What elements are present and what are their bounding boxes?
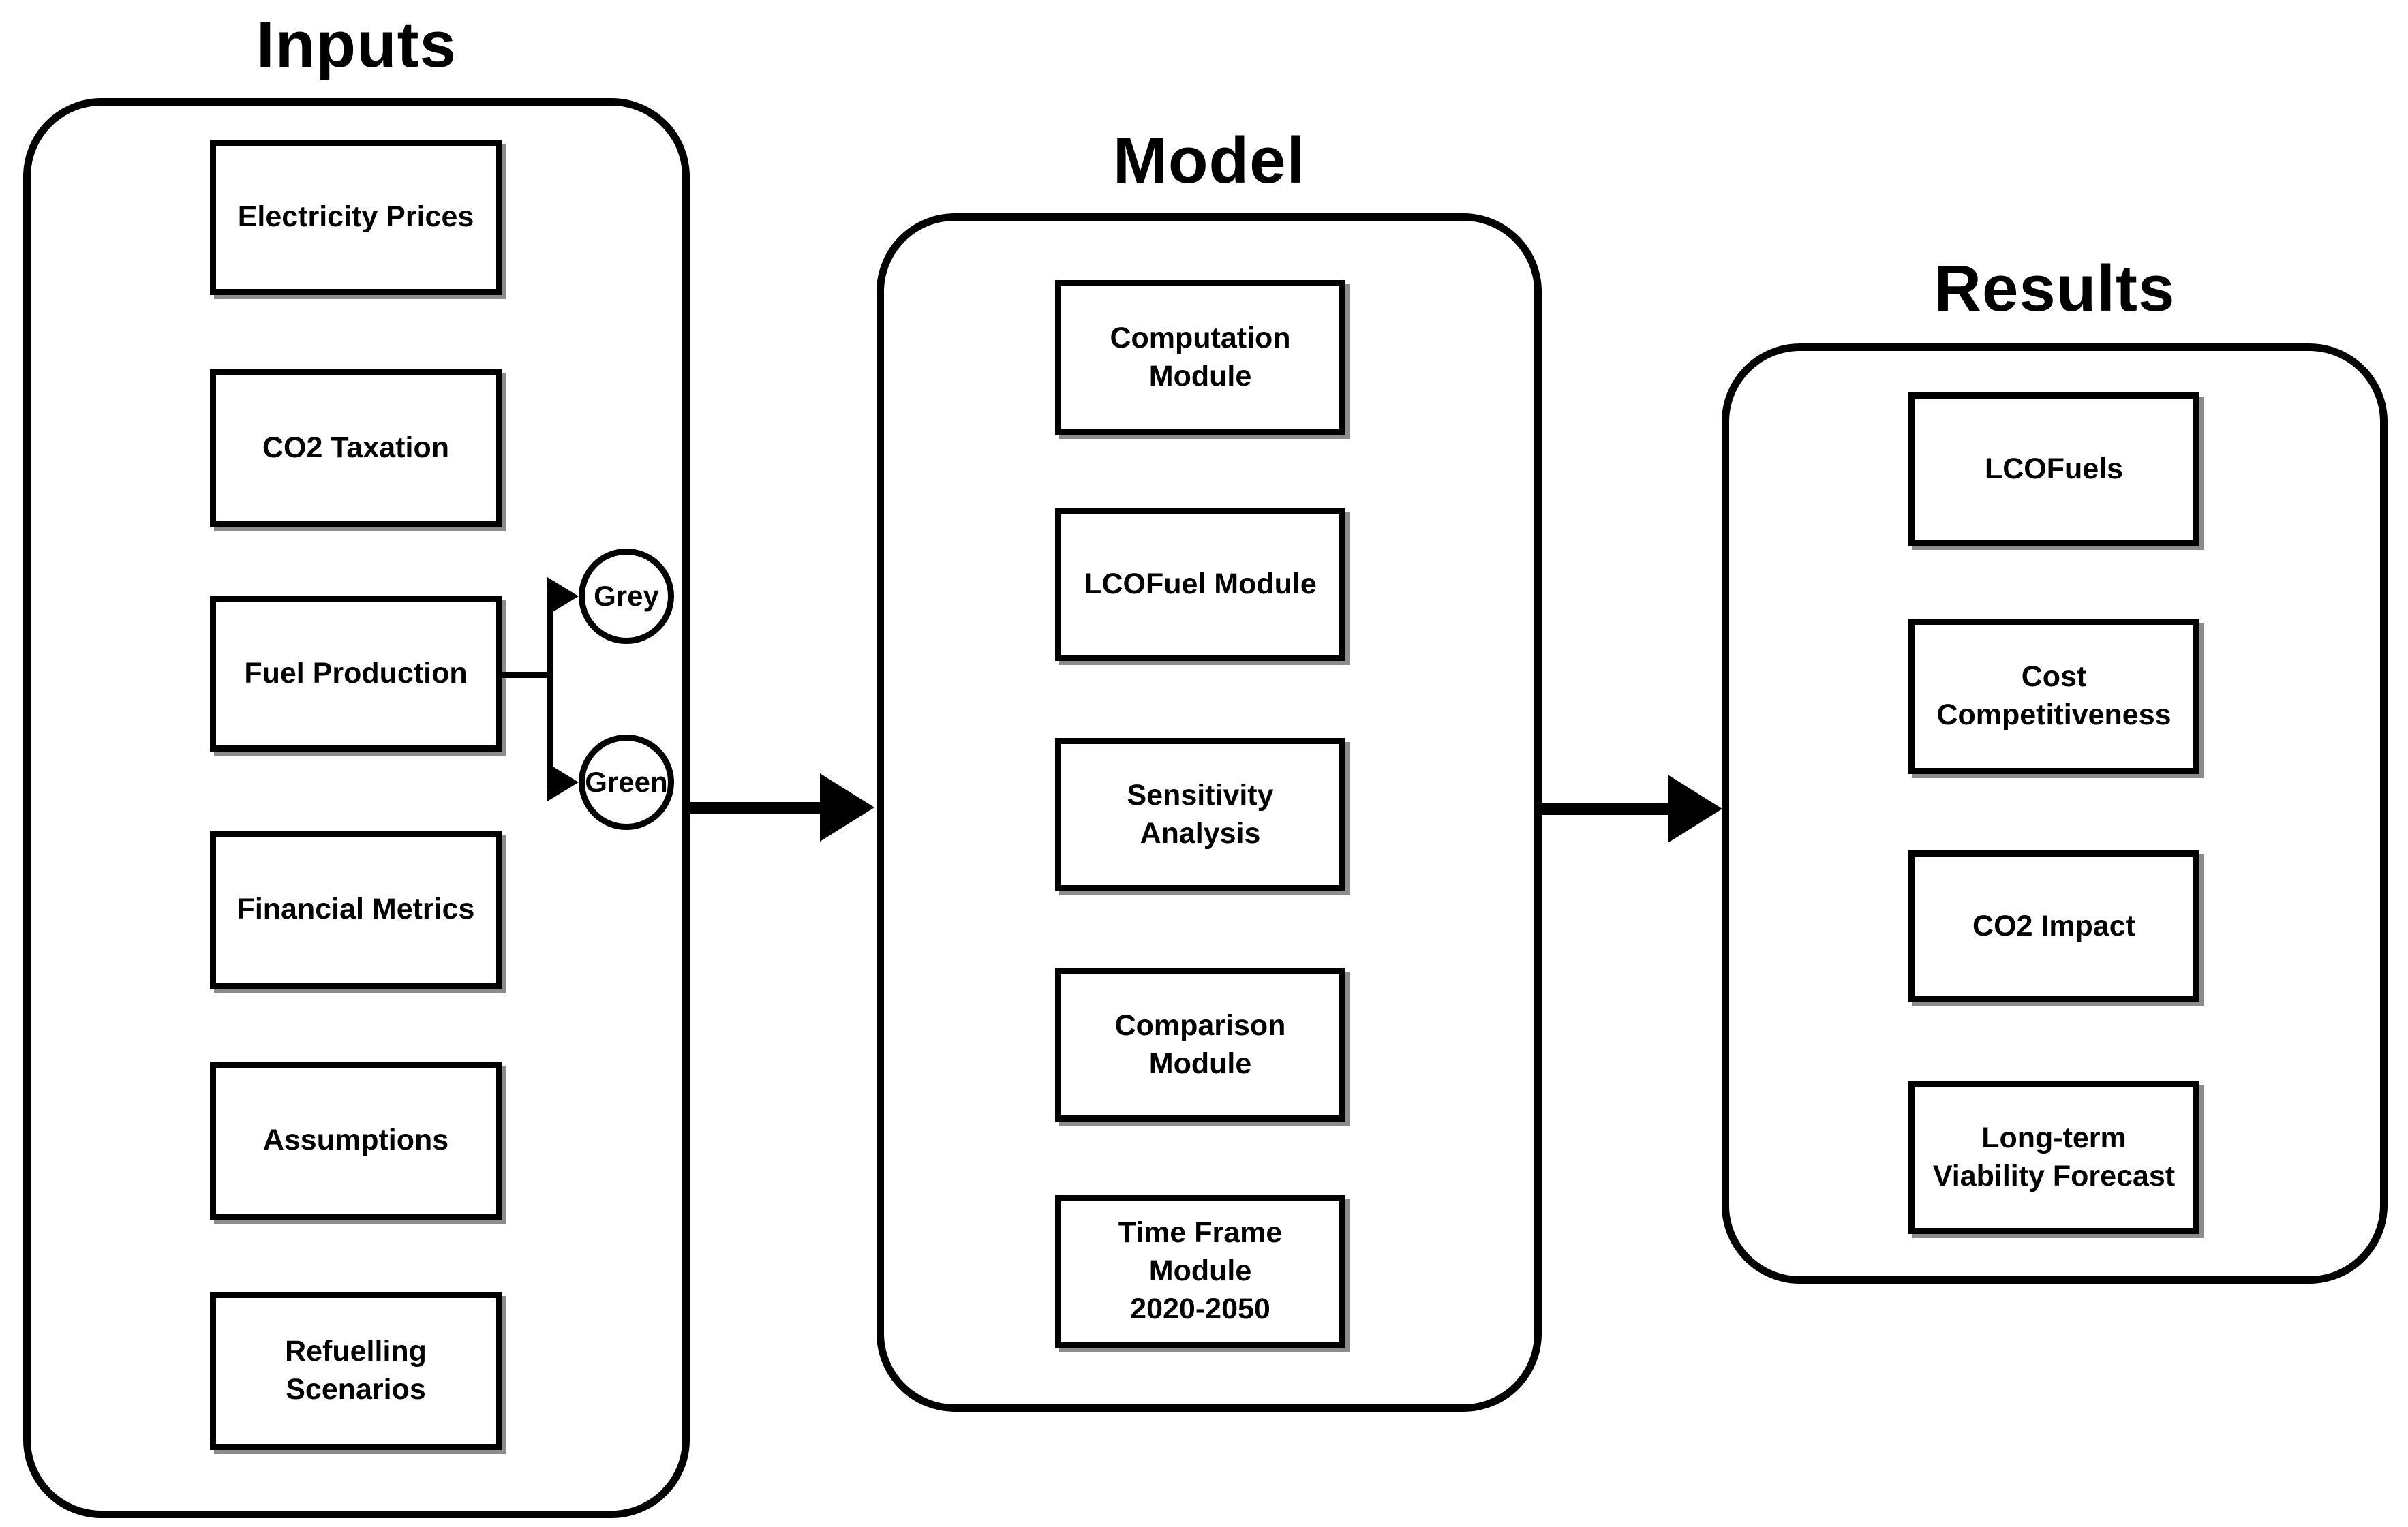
node-comparison-module: Comparison Module (1055, 968, 1345, 1122)
grey-fuel-circle: Grey (579, 549, 674, 644)
node-co2-taxation: CO2 Taxation (210, 369, 502, 527)
inputs-section-title: Inputs (256, 8, 457, 81)
arrowhead-to-green-icon (547, 763, 579, 801)
results-section-title: Results (1934, 252, 2176, 325)
arrowhead-to-grey-icon (547, 577, 579, 615)
model-section-title: Model (1112, 124, 1306, 197)
arrow-model-to-results-head-icon (1668, 775, 1722, 843)
node-fuel-production: Fuel Production (210, 596, 502, 752)
green-fuel-circle: Green (579, 735, 674, 830)
node-sensitivity-analysis: Sensitivity Analysis (1055, 738, 1345, 891)
fuel-branch-connector-horizontal (500, 672, 551, 678)
arrow-inputs-to-model-head-icon (820, 773, 874, 842)
node-refuelling-scenarios: Refuelling Scenarios (210, 1292, 502, 1450)
arrow-inputs-to-model-shaft (690, 802, 823, 814)
node-lcofuel-module: LCOFuel Module (1055, 508, 1345, 661)
node-electricity-prices: Electricity Prices (210, 140, 502, 295)
arrow-model-to-results-shaft (1542, 803, 1671, 815)
node-long-term-viability-forecast: Long-term Viability Forecast (1908, 1081, 2199, 1234)
node-lcofuels: LCOFuels (1908, 392, 2199, 546)
node-co2-impact: CO2 Impact (1908, 850, 2199, 1002)
node-time-frame-module: Time Frame Module 2020-2050 (1055, 1195, 1345, 1348)
node-computation-module: Computation Module (1055, 280, 1345, 435)
inputs-group-container (23, 98, 690, 1518)
node-assumptions: Assumptions (210, 1062, 502, 1220)
fuel-branch-connector-vertical (547, 593, 553, 786)
node-cost-competitiveness: Cost Competitiveness (1908, 619, 2199, 774)
node-financial-metrics: Financial Metrics (210, 831, 502, 989)
